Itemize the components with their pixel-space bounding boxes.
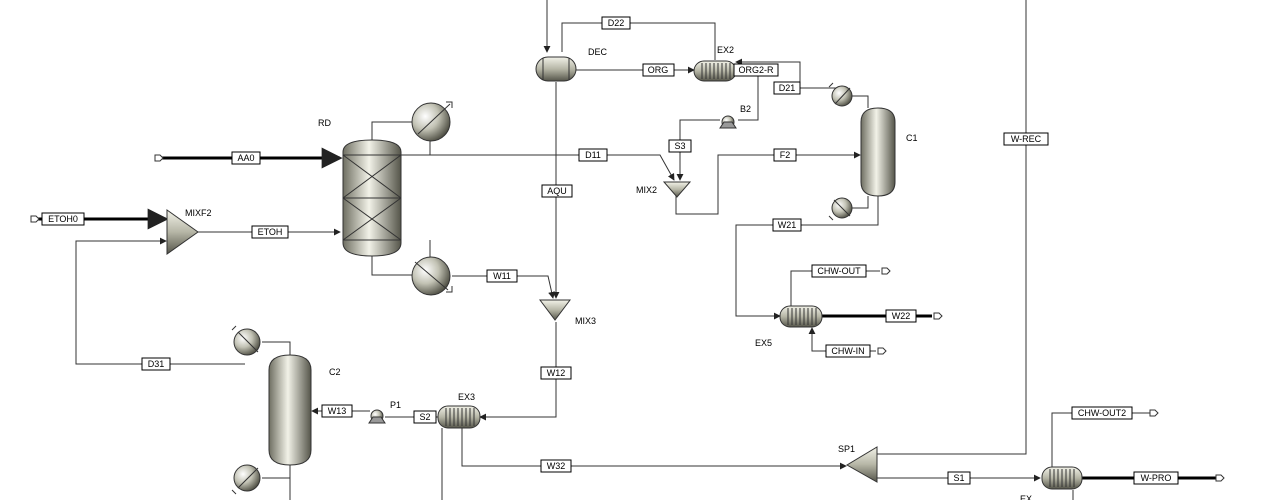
svg-text:D11: D11 [585, 150, 601, 160]
mix2-mixer[interactable] [662, 181, 692, 198]
unit-label-dec: DEC [588, 47, 608, 57]
stream-label-s3[interactable]: S3 [668, 139, 692, 153]
stream-label-d21[interactable]: D21 [773, 81, 801, 95]
rd-column[interactable] [342, 139, 402, 257]
stream-label-w-rec[interactable]: W-REC [1003, 132, 1049, 146]
svg-text:W-PRO: W-PRO [1141, 473, 1172, 483]
stream-label-w21[interactable]: W21 [772, 218, 802, 232]
svg-text:S1: S1 [953, 473, 964, 483]
terminal-arrow-aa0 [154, 154, 164, 162]
stream-label-w12[interactable]: W12 [540, 366, 572, 380]
svg-text:ORG: ORG [648, 65, 669, 75]
stream-label-f2[interactable]: F2 [773, 148, 797, 162]
unit-labels: RD DEC EX2 B2 MIX2 MIXF2 MIX3 C1 C2 EX3 … [185, 45, 1032, 500]
stream-label-d31[interactable]: D31 [141, 357, 171, 371]
p1-pump[interactable] [368, 409, 386, 424]
c1-condenser[interactable] [828, 82, 853, 107]
ex2-exchanger[interactable] [693, 60, 737, 82]
rd-condenser[interactable] [411, 101, 453, 142]
b2-pump[interactable] [719, 115, 737, 129]
terminal-arrow-chw-out2 [1149, 409, 1159, 417]
unit-label-c1: C1 [906, 133, 918, 143]
stream-label-w13[interactable]: W13 [321, 404, 353, 418]
unit-label-mix3: MIX3 [575, 316, 596, 326]
c2-condenser[interactable] [231, 325, 261, 356]
unit-label-mix2: MIX2 [636, 185, 657, 195]
terminal-arrow-w-pro [1215, 474, 1225, 482]
stream-label-aqu[interactable]: AQU [541, 184, 573, 198]
stream-label-w11[interactable]: W11 [486, 269, 518, 283]
unit-label-c2: C2 [329, 367, 341, 377]
svg-text:S2: S2 [419, 412, 430, 422]
unit-label-p1: P1 [390, 400, 401, 410]
svg-text:W-REC: W-REC [1011, 134, 1042, 144]
svg-text:D31: D31 [148, 359, 165, 369]
svg-text:CHW-OUT: CHW-OUT [817, 266, 861, 276]
rd-reboiler[interactable] [411, 256, 453, 296]
mixf2-mixer[interactable] [166, 209, 199, 255]
stream-label-chw-out[interactable]: CHW-OUT [811, 264, 867, 278]
ex-bottom-exchanger[interactable] [1041, 466, 1083, 490]
stream-label-d11[interactable]: D11 [578, 148, 608, 162]
unit-label-ex5: EX5 [755, 338, 772, 348]
svg-text:D21: D21 [779, 83, 796, 93]
stream-label-s1[interactable]: S1 [947, 471, 971, 485]
stream-label-chw-in[interactable]: CHW-IN [825, 344, 871, 358]
stream-label-chw-out2[interactable]: CHW-OUT2 [1071, 406, 1133, 420]
stream-label-w32[interactable]: W32 [540, 459, 572, 473]
stream-label-w-pro[interactable]: W-PRO [1133, 471, 1179, 485]
stream-label-s2[interactable]: S2 [413, 410, 437, 424]
ex3-exchanger[interactable] [437, 405, 481, 429]
svg-text:W32: W32 [547, 461, 566, 471]
svg-text:ETOH0: ETOH0 [48, 214, 78, 224]
terminal-arrow-chw-in [877, 347, 887, 355]
svg-text:CHW-IN: CHW-IN [831, 346, 864, 356]
stream-label-d22[interactable]: D22 [601, 16, 631, 30]
stream-terminals [30, 154, 1225, 482]
stream-lines [38, 0, 1222, 500]
stream-labels: AA0 ETOH0 ETOH D22 ORG ORG2-R D21 S3 D11… [41, 16, 1179, 485]
svg-text:S3: S3 [674, 141, 685, 151]
stream-label-w22[interactable]: W22 [885, 309, 917, 323]
svg-text:D22: D22 [608, 18, 625, 28]
svg-text:W21: W21 [778, 220, 797, 230]
svg-text:AQU: AQU [547, 186, 567, 196]
svg-text:F2: F2 [780, 150, 791, 160]
unit-label-rd: RD [318, 118, 331, 128]
unit-label-ex3: EX3 [458, 392, 475, 402]
svg-text:W12: W12 [547, 368, 566, 378]
sp1-splitter[interactable] [846, 446, 878, 483]
stream-label-etoh[interactable]: ETOH [251, 225, 289, 239]
terminal-arrow-w22 [933, 312, 943, 320]
svg-text:CHW-OUT2: CHW-OUT2 [1078, 408, 1126, 418]
dec-decanter[interactable] [535, 56, 577, 82]
svg-text:W11: W11 [493, 271, 511, 281]
svg-text:W13: W13 [328, 406, 347, 416]
stream-label-aa0[interactable]: AA0 [231, 151, 261, 165]
terminal-arrow-chw-out [881, 267, 891, 275]
unit-label-mixf2: MIXF2 [185, 208, 212, 218]
stream-label-org[interactable]: ORG [642, 63, 675, 77]
stream-label-etoh0[interactable]: ETOH0 [41, 212, 85, 226]
c1-reboiler[interactable] [828, 197, 853, 221]
stream-label-org2r[interactable]: ORG2-R [733, 63, 779, 77]
svg-text:AA0: AA0 [237, 153, 254, 163]
ex5-exchanger[interactable] [779, 305, 823, 328]
c1-column[interactable] [860, 107, 896, 197]
c2-reboiler[interactable] [231, 464, 261, 495]
unit-label-sp1: SP1 [838, 444, 855, 454]
unit-label-ex2: EX2 [717, 45, 734, 55]
svg-text:ETOH: ETOH [258, 227, 283, 237]
svg-text:ORG2-R: ORG2-R [738, 65, 774, 75]
svg-text:W22: W22 [892, 311, 911, 321]
c2-column[interactable] [268, 354, 312, 466]
mix3-mixer[interactable] [539, 299, 571, 321]
unit-label-b2: B2 [740, 104, 751, 114]
terminal-arrow-etoh0 [30, 215, 40, 223]
unit-label-ex-bottom: EX [1020, 494, 1032, 500]
